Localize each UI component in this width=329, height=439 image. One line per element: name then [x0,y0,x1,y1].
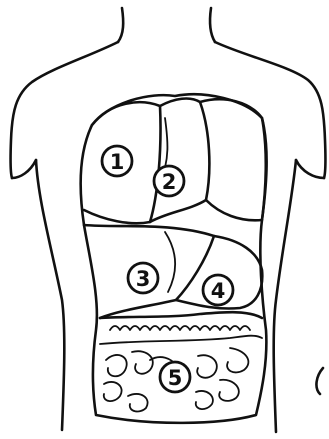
left-torso-side-line [36,160,64,430]
coil-d [219,380,239,401]
edge-stroke-mark [316,368,323,394]
label-2-text: 2 [162,170,177,194]
coil-g [196,391,213,409]
coil-f [128,394,148,412]
intestine-right-coil [227,348,248,372]
neck-left-line [118,8,123,42]
coil-e [104,382,122,401]
label-3-text: 3 [136,267,151,291]
coil-b [132,351,153,374]
coil-a [106,355,127,376]
liver-detail-line [165,232,175,292]
large-intestine-top [100,312,262,318]
label-3: 3 [128,263,158,293]
label-4-text: 4 [211,279,226,303]
coil-c [197,355,217,378]
label-4: 4 [203,275,233,305]
label-2: 2 [154,166,184,196]
right-shoulder-line [215,42,325,178]
left-armpit-line [12,160,36,178]
neck-right-line [210,8,215,42]
right-armpit-line [296,160,324,178]
label-1-text: 1 [110,150,125,174]
right-torso-side-line [274,160,296,432]
large-intestine-bottom [100,336,262,344]
label-5-text: 5 [168,366,183,390]
label-5: 5 [160,362,190,392]
large-intestine-wave [110,326,250,330]
label-1: 1 [102,146,132,176]
